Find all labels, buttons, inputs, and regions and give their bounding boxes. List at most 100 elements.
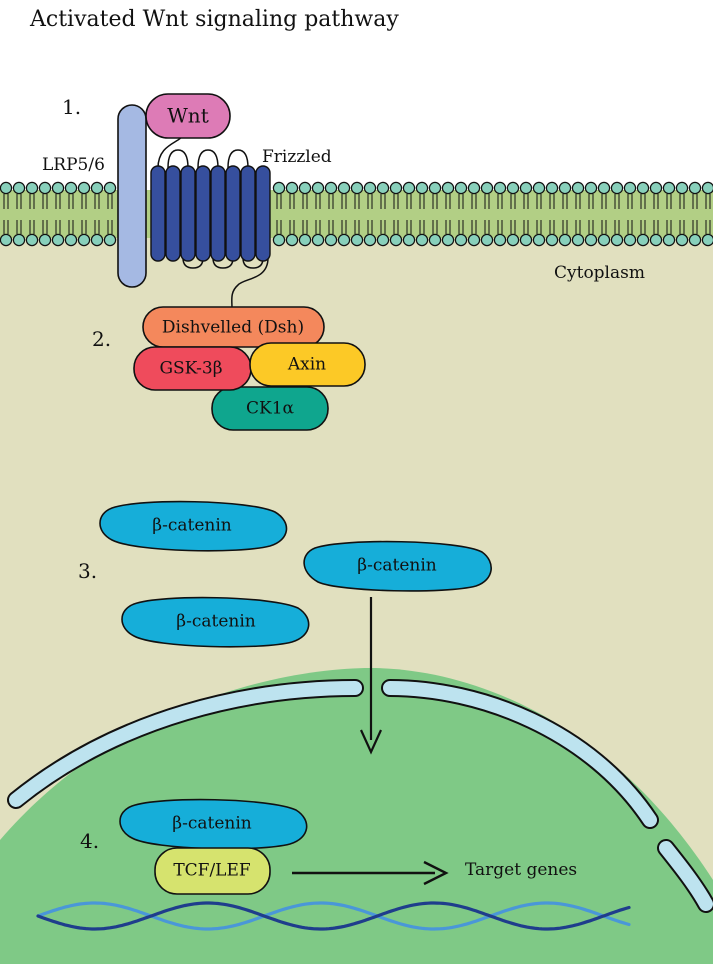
lipid-tail: [328, 194, 334, 234]
dsh-label: Dishvelled (Dsh): [162, 318, 304, 338]
lipid-head: [298, 181, 312, 195]
lipid-head: [532, 181, 546, 195]
lipid-head: [324, 181, 338, 195]
wnt-label: Wnt: [167, 104, 208, 128]
lipid-heads: [0, 181, 713, 247]
lipid-head: [103, 233, 117, 247]
lipid-head: [480, 233, 494, 247]
lipid-tail: [445, 194, 451, 234]
lipid-tail: [380, 194, 386, 234]
frizzled-label: Frizzled: [262, 147, 332, 167]
lipid-tail: [653, 194, 659, 234]
lipid-head: [363, 233, 377, 247]
lipid-tail: [458, 194, 464, 234]
lipid-head: [25, 181, 39, 195]
lipid-head: [363, 181, 377, 195]
beta-catenin-nuclear-label: β-catenin: [172, 814, 252, 834]
lipid-head: [519, 233, 533, 247]
lipid-head: [545, 233, 559, 247]
lipid-head: [623, 181, 637, 195]
transcription-arrowhead: [423, 860, 449, 886]
lipid-head: [324, 233, 338, 247]
lipid-head: [571, 233, 585, 247]
lipid-tail: [354, 194, 360, 234]
lipid-tail: [68, 194, 74, 234]
lipid-head: [493, 181, 507, 195]
lipid-head: [51, 181, 65, 195]
lipid-head: [467, 181, 481, 195]
tcf-lef-protein: [154, 847, 271, 895]
gsk-label: GSK-3β: [159, 359, 222, 379]
lrp-receptor: [117, 104, 147, 288]
lipid-head: [597, 181, 611, 195]
lipid-head: [103, 181, 117, 195]
lipid-head: [467, 233, 481, 247]
lipid-head: [506, 233, 520, 247]
step-3-label: 3.: [78, 559, 97, 583]
lipid-head: [623, 233, 637, 247]
lipid-tails: [3, 194, 711, 234]
lipid-head: [662, 181, 676, 195]
lipid-head: [25, 233, 39, 247]
nuclear-envelope: [7, 679, 713, 913]
dna-strand-dark: [36, 901, 631, 931]
lipid-head: [688, 181, 702, 195]
lipid-head: [662, 233, 676, 247]
lipid-head: [610, 233, 624, 247]
target-genes-label: Target genes: [465, 860, 577, 880]
frizzled-receptor: [150, 165, 271, 262]
tcf-lef-label: TCF/LEF: [173, 861, 251, 881]
translocation-arrowhead: [359, 729, 383, 755]
lipid-tail: [406, 194, 412, 234]
lipid-head: [376, 233, 390, 247]
lipid-tail: [81, 194, 87, 234]
lipid-head: [0, 233, 13, 247]
lipid-head: [64, 233, 78, 247]
lipid-tail: [679, 194, 685, 234]
lipid-head: [571, 181, 585, 195]
lipid-head: [77, 181, 91, 195]
lipid-head: [350, 181, 364, 195]
lipid-tail: [289, 194, 295, 234]
lipid-head: [90, 233, 104, 247]
lipid-head: [311, 233, 325, 247]
axin-label: Axin: [287, 355, 326, 375]
lipid-head: [350, 233, 364, 247]
lipid-head: [506, 181, 520, 195]
lipid-head: [77, 233, 91, 247]
lipid-head: [285, 181, 299, 195]
lipid-head: [480, 181, 494, 195]
lipid-tail: [627, 194, 633, 234]
lipid-head: [610, 181, 624, 195]
lipid-head: [0, 181, 13, 195]
beta-catenin-2-label: β-catenin: [357, 556, 437, 576]
lipid-head: [597, 233, 611, 247]
lipid-tail: [432, 194, 438, 234]
lipid-tail: [523, 194, 529, 234]
lipid-head: [688, 233, 702, 247]
beta-catenin-1: [99, 500, 288, 552]
lipid-head: [285, 233, 299, 247]
lipid-head: [51, 233, 65, 247]
lipid-tail: [16, 194, 22, 234]
lipid-tail: [601, 194, 607, 234]
lipid-head: [675, 233, 689, 247]
lipid-tail: [562, 194, 568, 234]
lipid-head: [12, 233, 26, 247]
lipid-head: [441, 181, 455, 195]
lipid-tail: [640, 194, 646, 234]
lipid-tail: [393, 194, 399, 234]
lipid-head: [272, 181, 286, 195]
lipid-tail: [536, 194, 542, 234]
ck1-protein: [211, 386, 329, 431]
cytoplasm-label: Cytoplasm: [554, 263, 645, 283]
lipid-head: [337, 233, 351, 247]
lipid-tail: [3, 194, 9, 234]
lipid-tail: [419, 194, 425, 234]
lipid-head: [389, 233, 403, 247]
lipid-head: [649, 181, 663, 195]
lipid-tail: [302, 194, 308, 234]
step-2-label: 2.: [92, 327, 111, 351]
beta-catenin-3: [121, 596, 310, 648]
